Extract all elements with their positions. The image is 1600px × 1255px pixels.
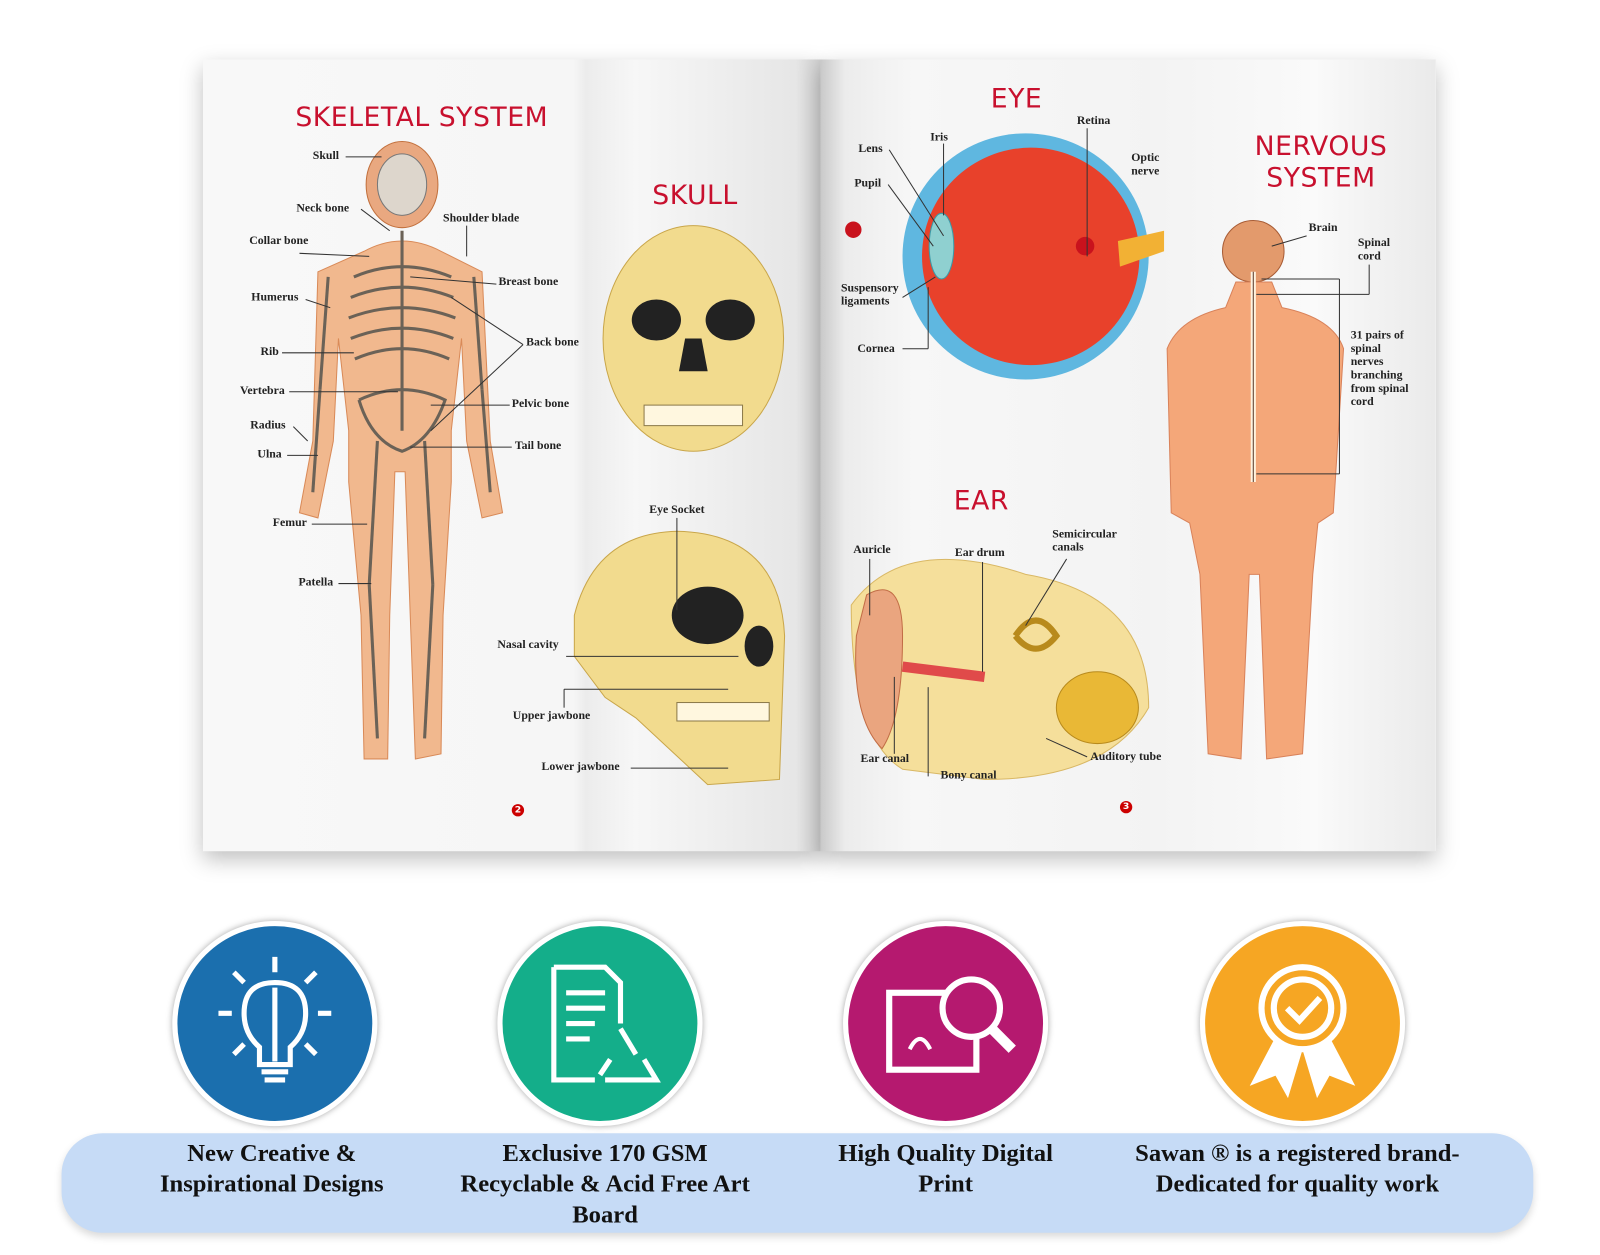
label-ear-drum: Ear drum [954,546,1005,559]
label-spinal-cord: Spinal cord [1357,236,1391,263]
label-iris: Iris [930,131,948,144]
label-neck-bone: Neck bone [296,202,350,215]
page-number-left: 2 [511,804,525,817]
label-patella: Patella [298,576,334,589]
page-number-right: 3 [1119,800,1133,814]
label-radius: Radius [250,419,286,432]
label-auditory-tube: Auditory tube [1090,750,1162,764]
label-back-bone: Back bone [526,336,579,349]
label-shoulder-blade: Shoulder blade [443,212,520,225]
label-ear-canal: Ear canal [860,752,910,766]
feature-brand-text: Sawan ® is a registered brand- Dedicated… [1135,1140,1460,1198]
nervous-system-illustration [1166,219,1345,760]
label-lower-jawbone: Lower jawbone [541,760,620,774]
skull-side-illustration [573,530,786,786]
label-skull: Skull [312,149,340,163]
ear-illustration [850,559,1150,780]
award-ribbon-icon [1199,920,1406,1127]
label-tail-bone: Tail bone [514,439,562,453]
recycle-document-icon [497,920,703,1127]
features-banner [61,1133,1534,1233]
label-breast-bone: Breast bone [498,275,559,289]
label-suspensory-ligaments: Suspensory ligaments [840,282,899,308]
feature-designs-text: New Creative & Inspirational Designs [159,1140,384,1198]
label-nasal-cavity: Nasal cavity [497,638,559,652]
eye-title: EYE [990,84,1043,115]
skeleton-illustration [298,141,504,760]
feature-print-text: High Quality Digital Print [838,1140,1053,1198]
label-brain: Brain [1308,221,1338,234]
label-humerus: Humerus [251,291,299,304]
label-cornea: Cornea [857,342,895,355]
label-auricle: Auricle [853,543,891,556]
ear-title: EAR [953,486,1009,517]
label-lens: Lens [858,142,883,155]
label-retina: Retina [1076,114,1111,128]
label-bony-canal: Bony canal [940,769,997,782]
skull-front-illustration [602,225,785,452]
lightbulb-brain-icon [172,920,378,1127]
label-leader-lines [282,128,1370,777]
label-semicircular-canals: Semicircular canals [1052,528,1117,554]
label-vertebra: Vertebra [239,384,285,397]
label-rib: Rib [260,345,279,358]
label-collar-bone: Collar bone [249,234,309,248]
feature-art-board-text: Exclusive 170 GSM Recyclable & Acid Free… [460,1140,750,1229]
skull-title: SKULL [652,180,738,212]
label-spinal-nerves: 31 pairs of spinal nerves branching from… [1350,329,1409,409]
skeletal-system-title: SKELETAL SYSTEM [295,102,549,134]
label-pupil: Pupil [854,177,882,190]
label-ulna: Ulna [257,448,282,461]
label-eye-socket: Eye Socket [649,503,705,516]
label-pelvic-bone: Pelvic bone [511,397,570,411]
magnify-print-icon [843,920,1049,1127]
label-optic-nerve: Optic nerve [1131,151,1160,178]
label-upper-jawbone: Upper jawbone [512,709,591,723]
label-femur: Femur [272,516,307,530]
nervous-system-title: NERVOUS SYSTEM [1254,131,1388,194]
